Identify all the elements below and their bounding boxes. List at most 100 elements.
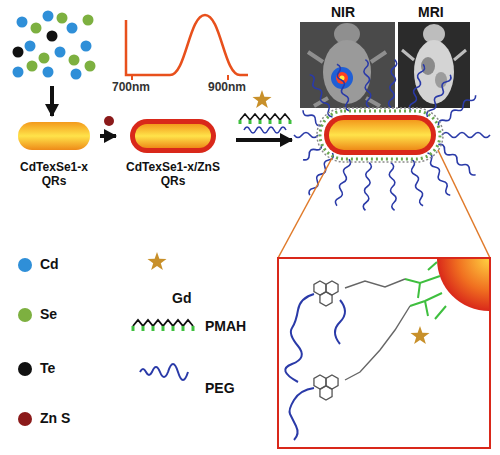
rod-label: CdTexSe1-x/ZnS QRs bbox=[116, 160, 230, 189]
rod-label: CdTexSe1-x QRs bbox=[8, 160, 100, 189]
precursor-dots-part bbox=[39, 53, 50, 64]
nir-mouse-image-part bbox=[300, 22, 395, 108]
coated-quantum-rod-part bbox=[324, 115, 436, 155]
precursor-dots-part bbox=[31, 23, 42, 34]
precursor-dots-part bbox=[67, 23, 78, 34]
surface-inset bbox=[278, 258, 490, 448]
emission-spectrum-part bbox=[126, 15, 248, 75]
legend-symbols-part bbox=[133, 326, 193, 331]
surface-inset-part bbox=[437, 259, 489, 311]
legend-text: Cd bbox=[40, 256, 59, 272]
precursor-dots-part bbox=[27, 61, 38, 72]
rod-core bbox=[135, 124, 211, 148]
legend-text: PMAH bbox=[205, 318, 246, 334]
legend-swatch bbox=[18, 362, 32, 376]
emission-spectrum bbox=[126, 15, 248, 80]
legend-symbols-part bbox=[140, 364, 188, 380]
legend-symbols bbox=[133, 252, 193, 380]
coating-reagents bbox=[236, 90, 292, 140]
quantum-rod-node: CdTexSe1-x/ZnS QRs bbox=[116, 118, 230, 189]
zns-shell bbox=[130, 119, 216, 153]
legend-text: Se bbox=[40, 306, 57, 322]
precursor-dots-part bbox=[17, 17, 28, 28]
zoom-lines-part bbox=[438, 150, 490, 258]
peg-brush-part bbox=[363, 162, 372, 210]
quantum-rod-shape bbox=[8, 118, 100, 154]
legend-text: Gd bbox=[172, 290, 191, 306]
legend-text: Zn S bbox=[40, 410, 70, 426]
znS-precursor-dot-part bbox=[104, 116, 114, 126]
precursor-dots-part bbox=[71, 69, 82, 80]
peg-brush-part bbox=[301, 108, 323, 127]
precursor-dots-part bbox=[13, 67, 24, 78]
coated-quantum-rod bbox=[317, 108, 443, 162]
coating-reagents-part bbox=[236, 138, 292, 142]
mri-mouse-image-part bbox=[398, 22, 470, 108]
peg-brush-part bbox=[437, 93, 477, 127]
down-arrow bbox=[52, 86, 53, 116]
peg-brush-part bbox=[425, 152, 452, 197]
precursor-dots-part bbox=[43, 11, 54, 22]
legend-swatch bbox=[18, 258, 32, 272]
peg-brush bbox=[294, 59, 490, 210]
surface-inset-part bbox=[278, 258, 490, 448]
precursor-dots-part bbox=[25, 41, 36, 52]
legend-symbols-part bbox=[133, 320, 193, 326]
imaging-label: NIR bbox=[331, 4, 355, 20]
precursor-dots-part bbox=[55, 47, 66, 58]
precursor-dots-part bbox=[43, 67, 54, 78]
rod-core bbox=[18, 122, 90, 150]
peg-brush-part bbox=[308, 74, 335, 119]
surface-inset-part bbox=[335, 300, 345, 344]
legend-swatch bbox=[18, 412, 32, 426]
peg-brush-part bbox=[301, 143, 323, 162]
coated-quantum-rod-part bbox=[329, 120, 431, 150]
peg-brush-part bbox=[409, 64, 426, 112]
quantum-rod-shape bbox=[116, 118, 230, 154]
wavelength-label: 700nm bbox=[112, 80, 150, 94]
surface-inset-part bbox=[290, 388, 315, 440]
mri-mouse-image-part bbox=[421, 57, 435, 75]
precursor-dots-part bbox=[47, 31, 58, 42]
quantum-rod-node: CdTexSe1-x QRs bbox=[8, 118, 100, 189]
precursor-dots-part bbox=[69, 55, 80, 66]
surface-inset-part bbox=[320, 292, 332, 306]
peg-brush-part bbox=[334, 64, 351, 112]
zoom-lines bbox=[278, 150, 490, 258]
coating-reagents-part bbox=[240, 120, 290, 124]
reaction-arrow bbox=[100, 134, 116, 138]
surface-inset-part bbox=[410, 326, 429, 344]
peg-brush-part bbox=[388, 59, 397, 107]
precursor-dots-part bbox=[83, 15, 94, 26]
mri-mouse-image bbox=[398, 22, 470, 108]
precursor-dots-part bbox=[81, 41, 92, 52]
imaging-label: MRI bbox=[418, 4, 444, 20]
znS-precursor-dot bbox=[104, 116, 114, 126]
coating-reagents-part bbox=[244, 127, 286, 133]
legend-text: PEG bbox=[205, 380, 235, 396]
peg-brush-part bbox=[442, 133, 490, 138]
mri-mouse-image-part bbox=[435, 72, 447, 88]
peg-brush-part bbox=[409, 159, 426, 207]
precursor-dots-part bbox=[57, 13, 68, 24]
peg-brush-part bbox=[334, 159, 351, 207]
coating-reagents-part bbox=[252, 90, 271, 108]
surface-inset-part bbox=[285, 294, 314, 382]
mri-mouse-image-part bbox=[402, 50, 466, 60]
surface-inset-part bbox=[320, 386, 332, 400]
peg-brush-part bbox=[388, 162, 397, 210]
zoom-lines-part bbox=[278, 158, 332, 258]
coated-quantum-rod-part bbox=[320, 111, 440, 159]
emission-spectrum-part bbox=[131, 75, 133, 80]
emission-spectrum-part bbox=[227, 75, 229, 80]
precursor-dots-part bbox=[13, 47, 24, 58]
peg-brush-part bbox=[294, 133, 318, 138]
precursor-dots-part bbox=[85, 61, 96, 72]
coating-reagents-part bbox=[240, 114, 290, 120]
peg-brush-part bbox=[308, 152, 335, 197]
legend-text: Te bbox=[40, 360, 55, 376]
legend-swatch bbox=[18, 308, 32, 322]
